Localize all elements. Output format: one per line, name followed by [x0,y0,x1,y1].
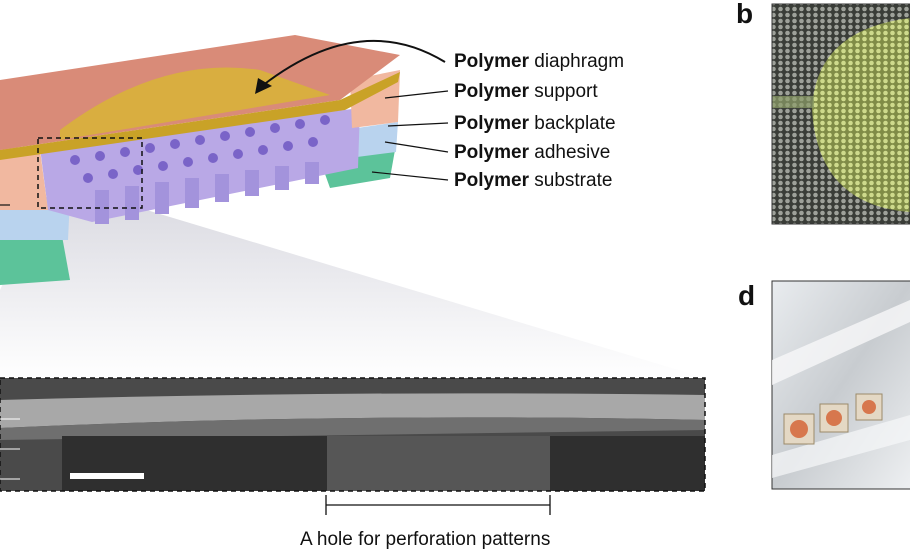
layer-label-substrate: Polymer substrate [454,170,613,191]
panel-label-d: d [738,280,756,311]
device-illustration [0,35,449,285]
layer-label-adhesive: Polymer adhesive [454,142,611,163]
scale-bar [70,473,144,479]
panel-b-image [771,3,910,225]
inset-box [37,137,143,209]
diaphragm-arrow [261,39,446,87]
hole-caption: A hole for perforation patterns [300,529,551,550]
layer-label-support: Polymer support [454,81,598,102]
microphone-chips [783,393,883,445]
panel-label-b: b [736,0,754,29]
zoom-projection [0,208,705,378]
layer-label-backplate: Polymer backplate [454,113,616,134]
sem-image [0,377,706,492]
hole-bracket [325,495,551,515]
layer-label-diaphragm: Polymer diaphragm [454,51,625,72]
panel-d-image [771,280,910,490]
